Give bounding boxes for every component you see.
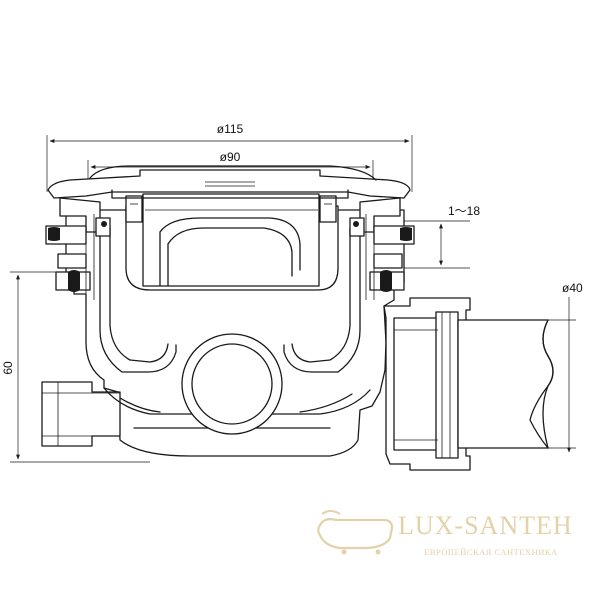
watermark-brand: LUX-SANTEH [398, 511, 573, 540]
inner-diameter-label: ø90 [220, 150, 241, 164]
height-label: 60 [1, 361, 15, 375]
height-adjust-label: 1～18 [448, 204, 480, 218]
outer-diameter-label: ø115 [217, 122, 244, 136]
outlet-diameter-label: ø40 [562, 281, 583, 295]
bathtub-logo-icon [318, 511, 392, 555]
trap-bell [126, 194, 338, 290]
lux-santeh-watermark: LUX-SANTEH ЕВРОПЕЙСКАЯ САНТЕХНИКА [318, 511, 573, 557]
drain-cover [48, 166, 410, 198]
outlet-pipe [384, 298, 553, 470]
watermark-tagline: ЕВРОПЕЙСКАЯ САНТЕХНИКА [424, 547, 558, 557]
